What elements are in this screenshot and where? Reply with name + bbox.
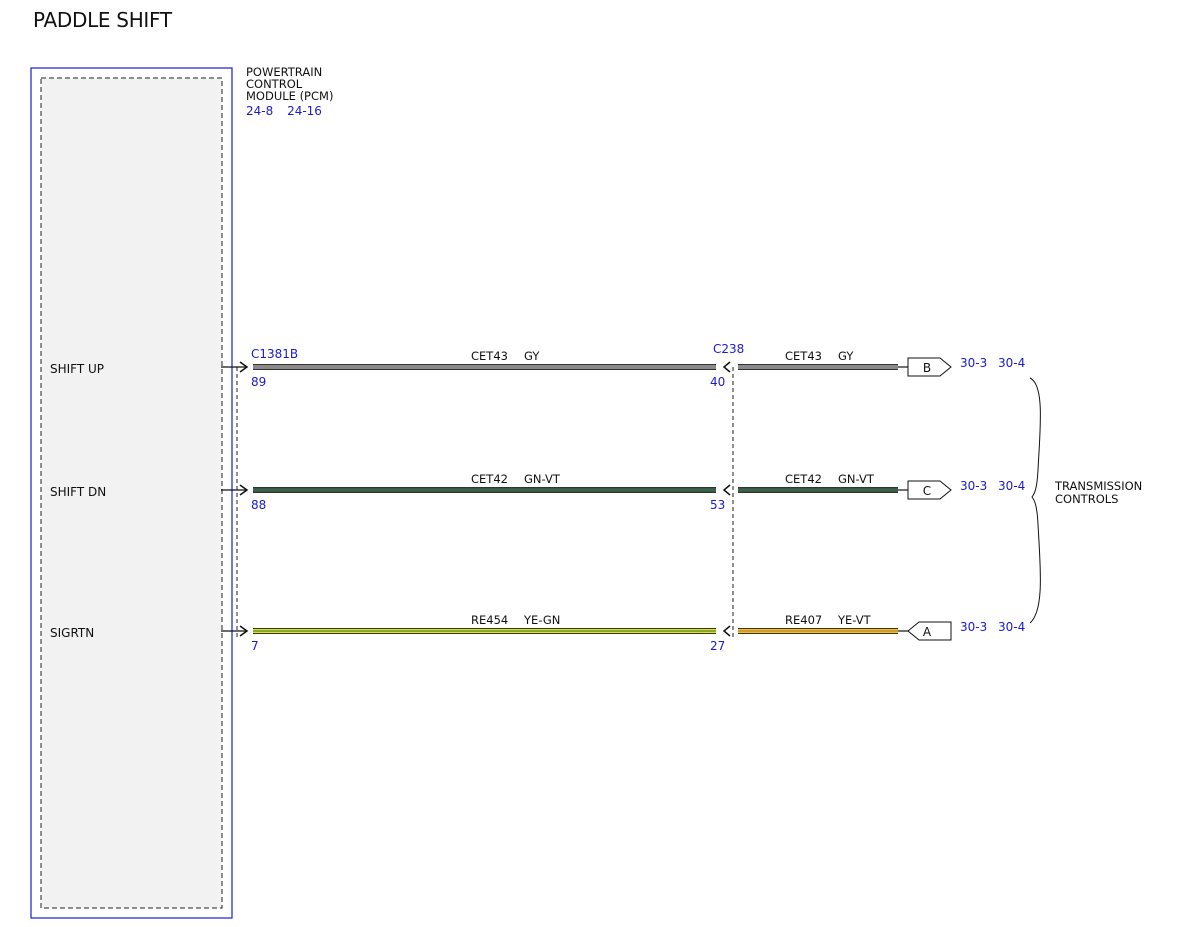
pcm-module-inner <box>40 77 223 909</box>
right-circuit-id: CET43 <box>785 349 822 363</box>
middle-pin-number: 53 <box>710 498 725 512</box>
group-label-line-2: CONTROLS <box>1055 492 1119 506</box>
module-ref-link[interactable]: 24-16 <box>287 104 322 118</box>
page-ref-link[interactable]: 30-4 <box>998 479 1025 493</box>
module-name-line-1: POWERTRAIN <box>246 65 323 79</box>
connector-left-label[interactable]: C1381B <box>251 347 298 361</box>
signal-label: SIGRTN <box>50 626 94 640</box>
signal-label: SHIFT DN <box>50 485 106 499</box>
module-name-line-3: MODULE (PCM) <box>246 89 334 103</box>
page-ref-link[interactable]: 30-4 <box>998 620 1025 634</box>
left-circuit-id: RE454 <box>471 613 508 627</box>
connector-flag-letter: A <box>923 625 932 639</box>
page-ref-link[interactable]: 30-3 <box>960 356 987 370</box>
male-terminal-icon <box>239 625 249 637</box>
wire-segment-right[interactable] <box>738 365 898 369</box>
female-terminal-icon <box>722 361 731 373</box>
page-ref-link[interactable]: 30-3 <box>960 479 987 493</box>
left-circuit-id: CET43 <box>471 349 508 363</box>
module-name: POWERTRAIN CONTROL MODULE (PCM) <box>246 66 333 102</box>
wire-segment-right-stripe <box>738 489 898 491</box>
left-pin-number: 88 <box>251 498 266 512</box>
right-circuit-id: RE407 <box>785 613 822 627</box>
module-page-refs: 24-8 24-16 <box>246 104 332 118</box>
wire-segment-left-stripe <box>253 489 716 491</box>
diagram-title: PADDLE SHIFT <box>33 8 172 32</box>
connector-flag-letter: C <box>923 484 931 498</box>
wire-segment-right-stripe <box>738 630 898 632</box>
group-brace <box>1029 377 1041 624</box>
male-terminal-icon <box>239 484 249 496</box>
page-ref-link[interactable]: 30-4 <box>998 356 1025 370</box>
connector-flag[interactable] <box>907 621 952 641</box>
wire-segment-left-stripe <box>253 630 716 632</box>
module-ref-link[interactable]: 24-8 <box>246 104 274 118</box>
connector-middle-label[interactable]: C238 <box>713 342 744 356</box>
female-terminal-icon <box>722 484 731 496</box>
connector-flag[interactable] <box>907 357 952 377</box>
left-pin-number: 7 <box>251 639 259 653</box>
signal-label: SHIFT UP <box>50 362 104 376</box>
group-label: TRANSMISSION CONTROLS <box>1055 480 1142 506</box>
right-wire-color: YE-VT <box>837 613 872 627</box>
wire-segment-left[interactable] <box>253 365 716 369</box>
male-terminal-icon <box>239 361 249 373</box>
right-wire-color: GY <box>838 349 854 363</box>
group-label-line-1: TRANSMISSION <box>1055 479 1143 493</box>
left-wire-color: YE-GN <box>523 613 560 627</box>
female-terminal-icon <box>722 625 731 637</box>
right-circuit-id: CET42 <box>785 472 822 486</box>
left-wire-color: GY <box>524 349 540 363</box>
left-circuit-id: CET42 <box>471 472 508 486</box>
right-wire-color: GN-VT <box>838 472 875 486</box>
left-pin-number: 89 <box>251 375 266 389</box>
connector-flag[interactable] <box>907 480 952 500</box>
middle-pin-number: 27 <box>710 639 725 653</box>
middle-pin-number: 40 <box>710 375 725 389</box>
connector-flag-letter: B <box>923 361 931 375</box>
page-ref-link[interactable]: 30-3 <box>960 620 987 634</box>
module-name-line-2: CONTROL <box>246 77 303 91</box>
left-wire-color: GN-VT <box>524 472 561 486</box>
